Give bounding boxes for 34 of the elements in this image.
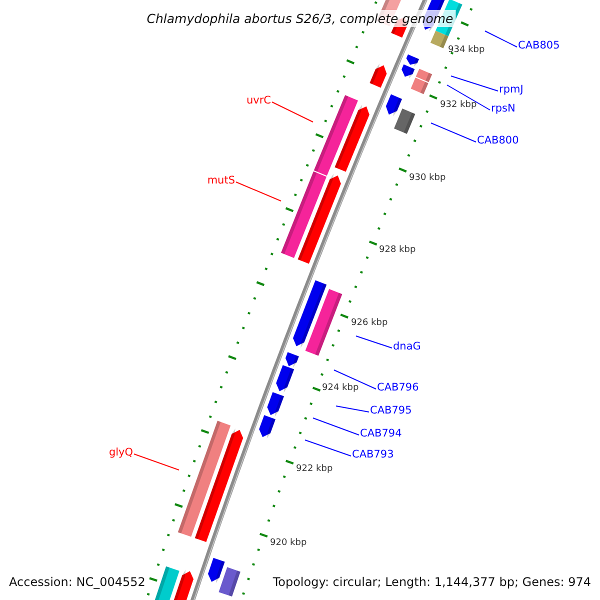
gene-label: CAB796 [377, 382, 419, 394]
gene-label: CAB793 [352, 448, 394, 462]
scale-label: 924 kbp [322, 383, 359, 393]
scale-label: 928 kbp [379, 245, 416, 255]
leader-line [304, 440, 352, 456]
gene-label: CAB795 [370, 404, 412, 418]
scale-label: 920 kbp [270, 538, 307, 548]
leader-line [446, 84, 490, 110]
gene-label: mutS [207, 174, 235, 188]
gene-label: CAB805 [518, 40, 560, 52]
genome-stats-text: Topology: circular; Length: 1,144,377 bp; Genes: 974 [272, 575, 591, 589]
scale-label: 930 kbp [409, 173, 446, 183]
leader-line [334, 370, 376, 390]
scale-label: 932 kbp [440, 100, 477, 110]
scale-label: 926 kbp [351, 318, 388, 328]
leader-line [272, 102, 314, 122]
gene-label: rpmJ [499, 84, 524, 96]
leader-line [356, 336, 392, 348]
leader-line [484, 30, 518, 48]
accession-text: Accession: NC_004552 [9, 575, 146, 589]
scale-label: 922 kbp [296, 464, 333, 474]
leader-line [430, 122, 476, 142]
leader-line [236, 182, 282, 202]
leader-line [312, 418, 360, 436]
gene-label: CAB800 [477, 134, 519, 148]
leader-line [336, 406, 370, 412]
gene-label: glyQ [108, 446, 133, 460]
gene-label: uvrC [246, 94, 271, 108]
scale-label: 934 kbp [448, 45, 485, 55]
gene-label: rpsN [491, 102, 516, 116]
leader-line [450, 76, 498, 92]
leader-line [134, 454, 180, 470]
gene-label: CAB794 [360, 428, 402, 440]
gene-label: dnaG [393, 340, 421, 354]
